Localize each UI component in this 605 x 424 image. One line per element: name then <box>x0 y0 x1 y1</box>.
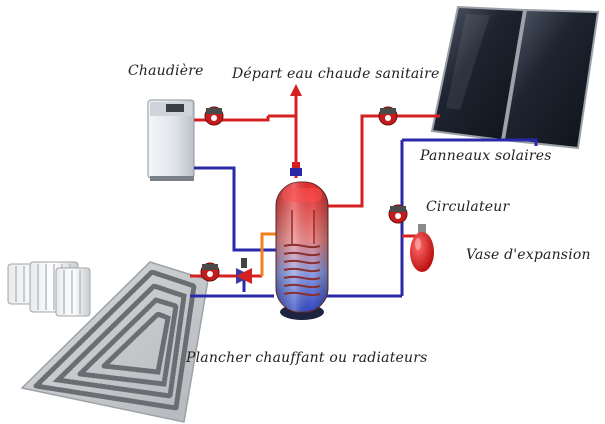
floor-pump <box>200 262 220 282</box>
expansion-vessel-label: Vase d'expansion <box>466 247 591 263</box>
circulator-pump <box>388 204 408 224</box>
solar-panels <box>430 5 600 150</box>
tank-top-valve <box>290 162 302 176</box>
hot-water-outlet-label: Départ eau chaude sanitaire <box>232 66 440 82</box>
expansion-vessel <box>410 224 434 272</box>
solar-panels-label: Panneaux solaires <box>420 148 552 164</box>
secondary-pipes <box>260 232 282 276</box>
solar-pump-top <box>378 106 398 126</box>
boiler-label: Chaudière <box>128 63 204 79</box>
radiators <box>7 261 91 317</box>
storage-tank <box>275 181 329 320</box>
boiler-pump <box>204 106 224 126</box>
floor-heating-plate <box>20 261 209 423</box>
heat-exchanger-coil <box>283 210 321 297</box>
circulator-label: Circulateur <box>426 199 510 215</box>
boiler <box>147 99 195 181</box>
mixing-valve <box>236 258 252 284</box>
floor-heating-label: Plancher chauffant ou radiateurs <box>186 350 428 366</box>
